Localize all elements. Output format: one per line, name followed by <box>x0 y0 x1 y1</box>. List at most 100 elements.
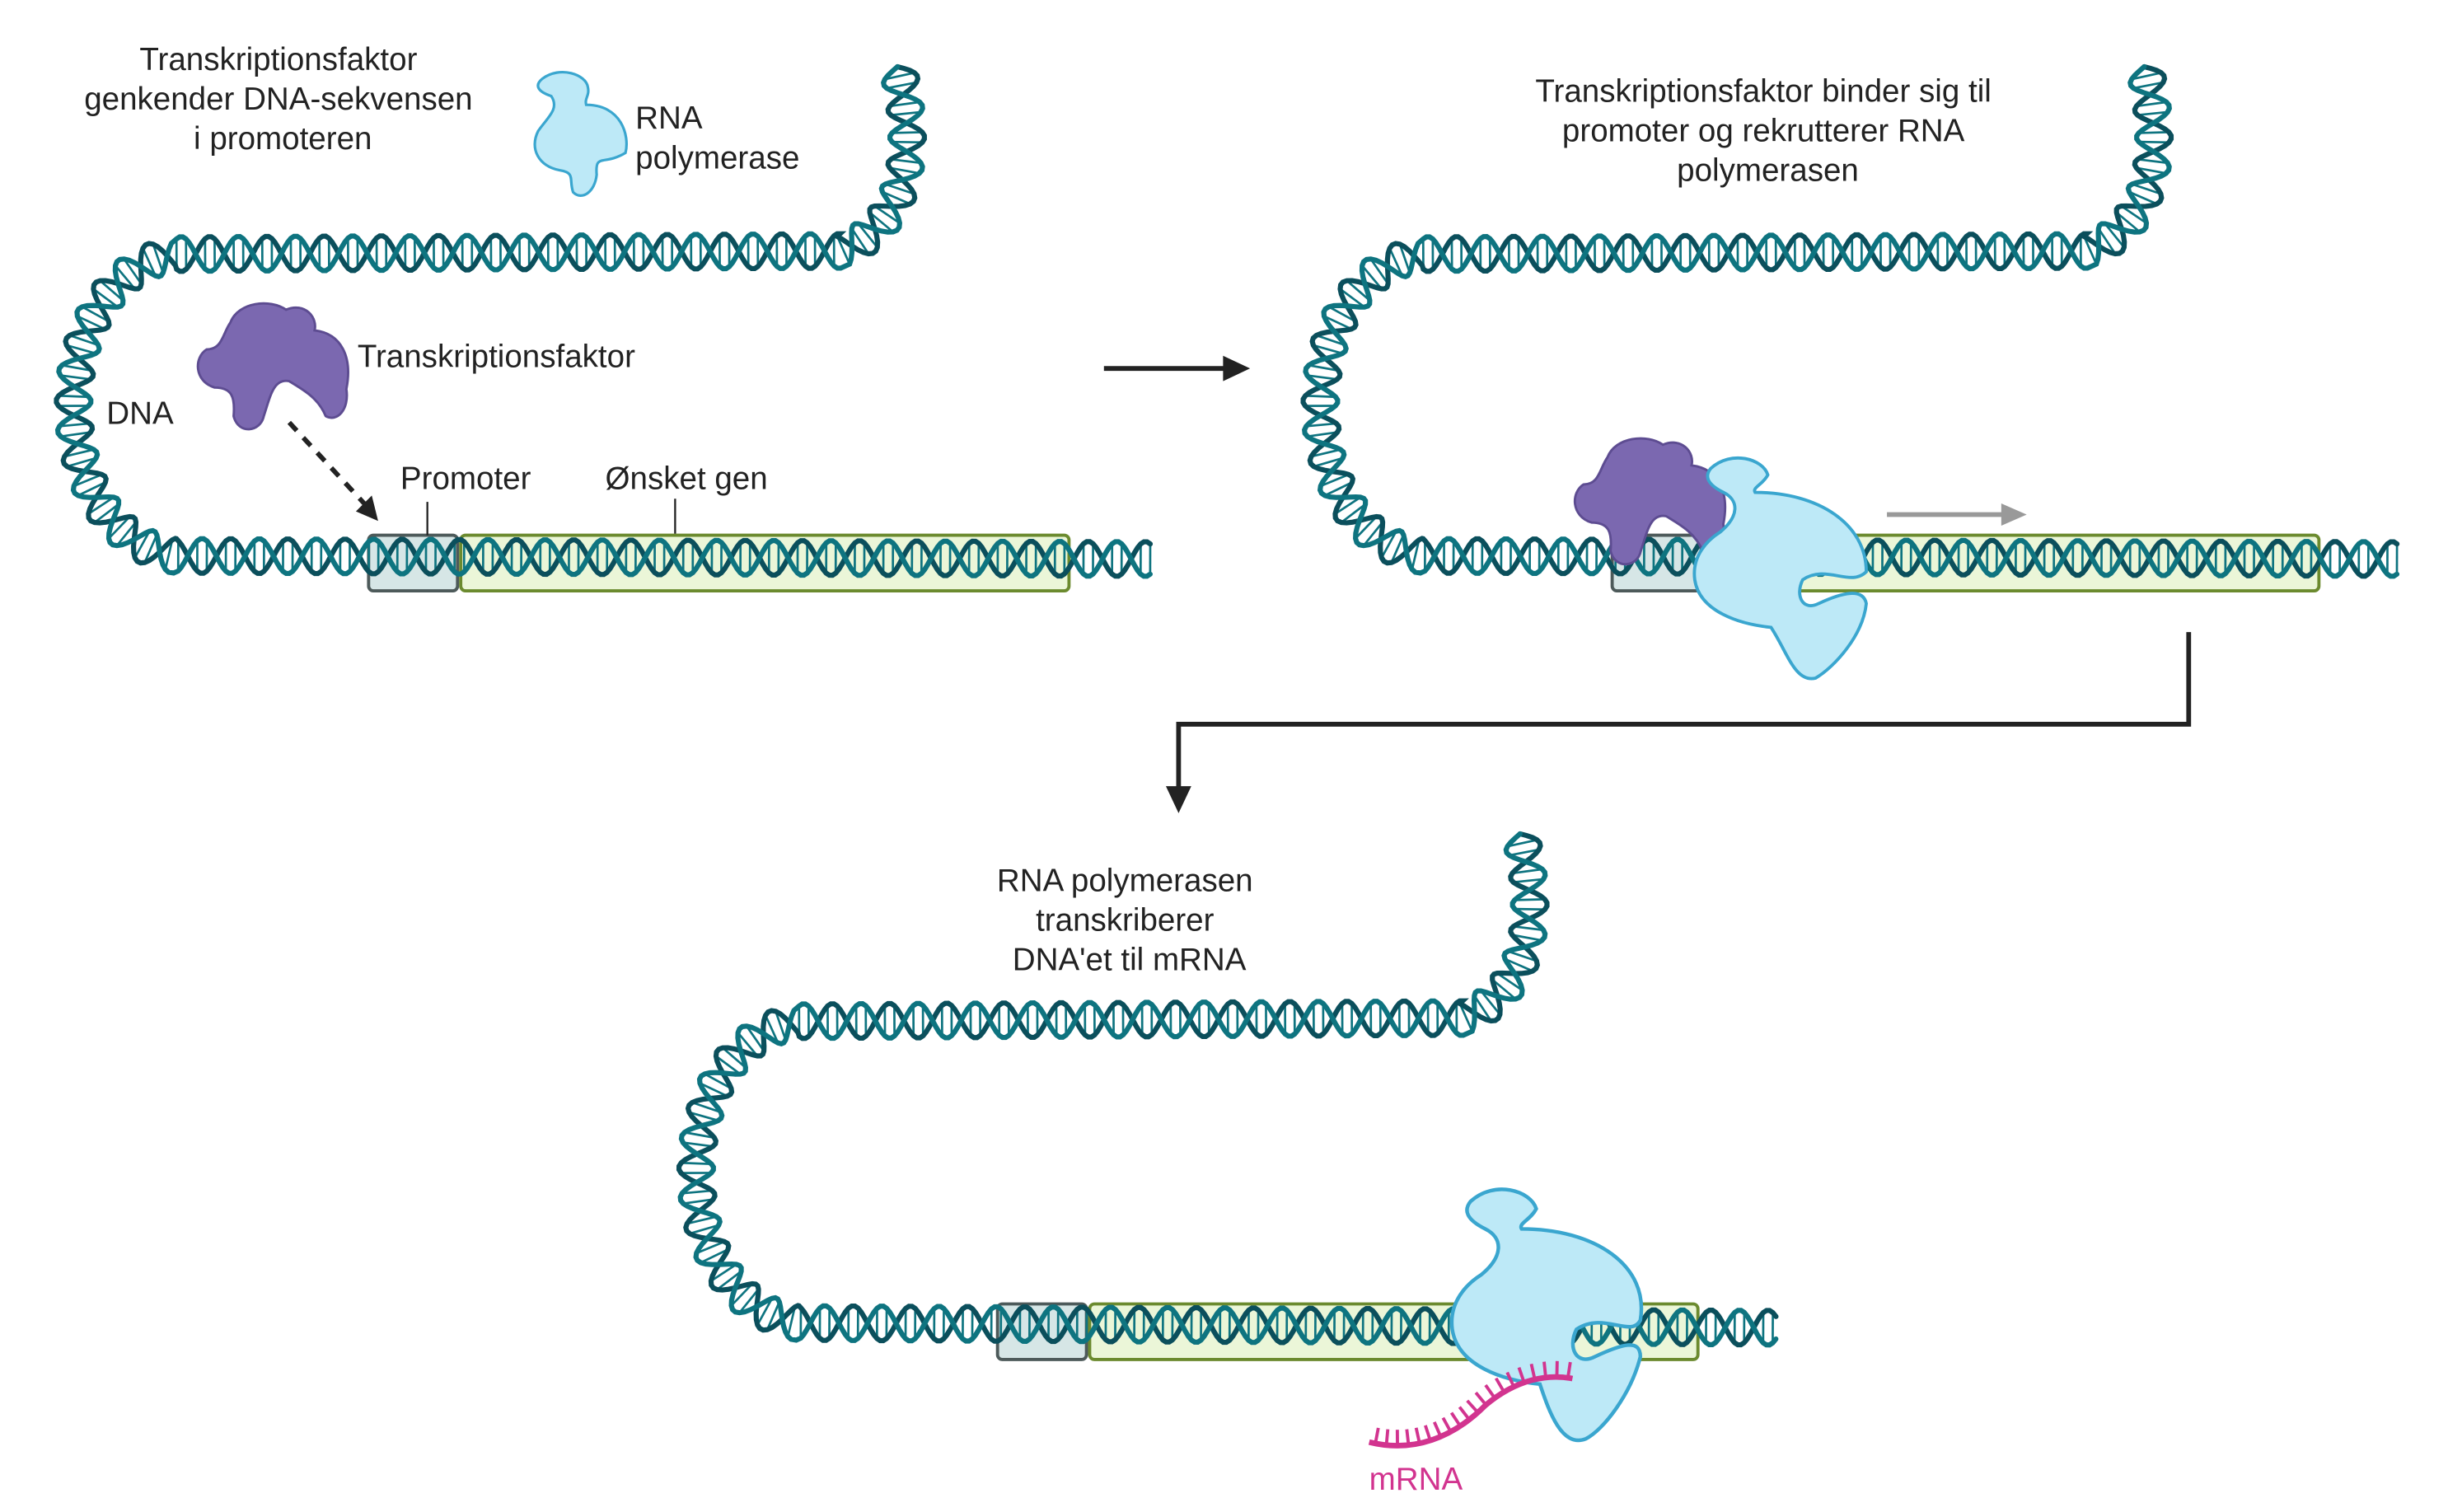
gene-label: Ønsket gen <box>606 461 768 497</box>
base-pair <box>2097 227 2117 255</box>
base-pair <box>152 243 165 274</box>
base-pair <box>1514 898 1545 901</box>
base-pair <box>1411 539 1421 570</box>
base-pair <box>87 496 115 515</box>
base-pair <box>885 183 915 195</box>
base-pair <box>1341 503 1366 524</box>
mrna-base <box>1458 1406 1471 1421</box>
base-pair <box>2137 157 2168 165</box>
dna-helix <box>54 63 1154 579</box>
base-pair <box>1320 473 1350 488</box>
mrna-base <box>1517 1367 1526 1383</box>
dna-label: DNA <box>106 396 174 432</box>
base-pair <box>886 81 917 90</box>
mrna-base <box>1542 1361 1547 1379</box>
base-pair <box>77 315 105 330</box>
step-arrow-2 <box>1176 632 2192 789</box>
base-pair <box>857 222 878 248</box>
base-pair <box>66 344 96 355</box>
base-pair <box>1390 534 1405 564</box>
base-pair <box>684 1130 715 1140</box>
base-pair <box>873 204 901 224</box>
base-pair <box>835 236 851 265</box>
base-pair <box>59 422 90 428</box>
base-pairs <box>1305 71 2399 574</box>
base-pair <box>1507 950 1538 962</box>
base-pair <box>2138 140 2169 144</box>
dashed-arrow <box>287 420 371 510</box>
mrna-base <box>1494 1377 1506 1393</box>
base-pair <box>764 1014 779 1044</box>
mrna-base <box>1466 1399 1479 1414</box>
base-pair <box>2120 204 2147 224</box>
base-pair <box>1362 521 1384 547</box>
dna-helix <box>1300 63 2400 579</box>
mrna-base <box>1432 1421 1443 1438</box>
base-pair <box>1313 344 1343 355</box>
arrowhead-icon <box>355 495 378 522</box>
base-pair <box>1513 925 1544 932</box>
base-pair <box>164 539 174 570</box>
base-pair <box>1507 838 1538 848</box>
base-pair <box>1306 422 1336 428</box>
base-pair <box>689 1224 719 1235</box>
base-pair <box>1480 990 1501 1015</box>
base-pair <box>765 1301 781 1331</box>
base-pair <box>60 374 91 381</box>
base-pair <box>1514 907 1545 911</box>
base-pair <box>850 227 870 255</box>
dna-strand-b <box>676 831 1779 1348</box>
base-pair <box>1307 431 1338 438</box>
base-pair <box>1512 868 1542 875</box>
base-pair <box>716 1270 742 1291</box>
base-pair <box>682 1198 714 1205</box>
base-pairs <box>58 71 1152 574</box>
base-pair <box>756 1298 774 1326</box>
base-pair <box>1458 1003 1473 1032</box>
mrna-base <box>1505 1371 1516 1388</box>
base-pair <box>891 157 921 165</box>
base-pair <box>1398 243 1411 274</box>
base-pair <box>2083 236 2098 265</box>
base-pair <box>746 1025 765 1052</box>
promoter-label: Promoter <box>400 461 531 497</box>
mrna-base <box>1405 1429 1411 1445</box>
mrna-base <box>1414 1427 1421 1444</box>
caption: Transkriptionsfaktor genkender DNA-sekve… <box>84 42 481 157</box>
base-pair <box>115 521 138 547</box>
base-pair <box>1496 971 1524 991</box>
base-pair <box>882 190 911 205</box>
base-pair <box>133 531 151 559</box>
caption: Transkriptionsfaktor binder sig til prom… <box>1535 73 2000 188</box>
base-pair <box>1308 363 1339 372</box>
base-pair <box>688 1111 719 1122</box>
dna-strand-a <box>677 831 1779 1348</box>
dna-strand-b <box>1300 63 2400 579</box>
base-pair <box>704 1073 733 1090</box>
base-pair <box>1355 516 1378 540</box>
base-pair <box>737 1032 759 1057</box>
base-pair <box>2132 183 2161 195</box>
rna-polymerase <box>533 70 628 197</box>
mrna-base <box>1474 1391 1487 1407</box>
base-pair <box>1369 258 1389 285</box>
base-pair <box>2136 166 2167 175</box>
base-pair <box>2104 222 2125 248</box>
base-pair <box>142 247 157 277</box>
base-pair <box>92 288 119 308</box>
base-pair <box>1509 848 1540 857</box>
mrna-base <box>1384 1429 1390 1446</box>
base-pair <box>77 481 106 497</box>
arrowhead-icon <box>1223 355 1251 382</box>
mrna-base <box>1441 1416 1453 1433</box>
mrna-base <box>1529 1363 1537 1380</box>
base-pair <box>889 101 920 108</box>
base-pair <box>108 516 131 540</box>
base-pair <box>1513 878 1544 884</box>
base-pair <box>738 1288 760 1314</box>
base-pair <box>81 306 110 323</box>
base-pair <box>890 110 921 117</box>
base-pair <box>700 1248 729 1264</box>
base-pair <box>1491 978 1517 1000</box>
